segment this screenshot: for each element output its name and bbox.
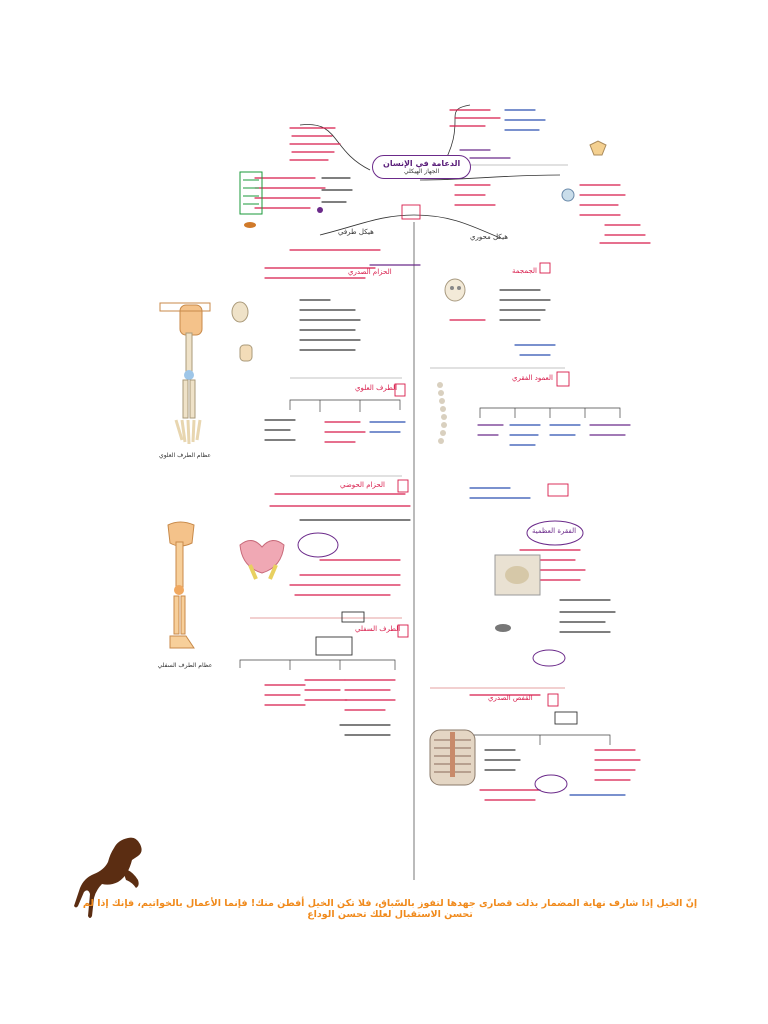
branch-shoulder-girdle: الحزام الصدري: [348, 268, 392, 276]
branch-lower-limb: الطرف السفلي: [355, 625, 401, 633]
lower-skeleton-caption: عظام الطرف السفلي: [157, 662, 213, 669]
lower-limb-skeleton-illustration: [167, 521, 195, 649]
ribcage-illustration: [429, 729, 476, 786]
branch-ribcage: القفص الصدري: [488, 694, 533, 702]
branch-axial: هيكل محوري: [470, 233, 508, 241]
branch-skull: الجمجمة: [512, 267, 537, 275]
branch-pelvic-girdle: الحزام الحوضي: [340, 481, 385, 489]
branch-vertebra: الفقرة العظمية: [532, 527, 577, 535]
diagram-title-text: الدعامة في الإنسان: [383, 159, 461, 168]
branch-upper-limb: الطرف العلوي: [355, 384, 398, 392]
branch-appendicular: هيكل طرفي: [338, 228, 374, 236]
upper-skeleton-caption: عظام الطرف العلوي: [159, 452, 211, 459]
branch-spine: العمود الفقري: [512, 374, 553, 382]
diagram-subtitle-text: الجهاز الهيكلي: [404, 168, 440, 175]
diagram-title: الدعامة في الإنسان الجهاز الهيكلي: [372, 155, 472, 179]
footer-quote: إنّ الخيل إذا شارف نهاية المضمار بذلت قص…: [82, 898, 698, 920]
horse-icon: [74, 837, 142, 918]
upper-limb-skeleton-illustration: [159, 302, 211, 445]
